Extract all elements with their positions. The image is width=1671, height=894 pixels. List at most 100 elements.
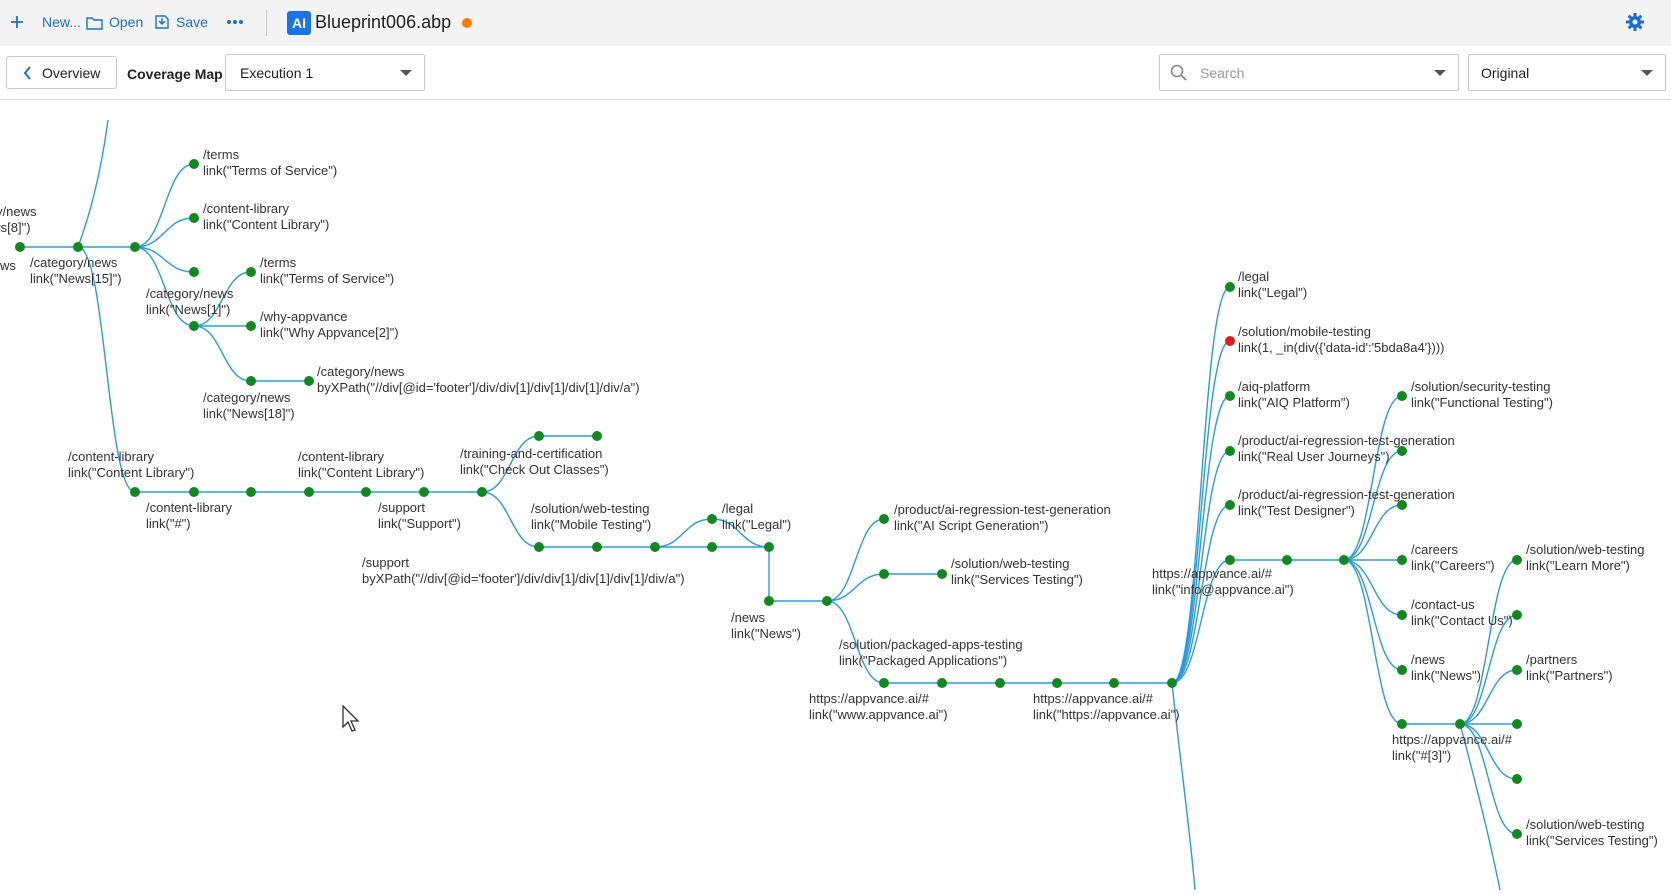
settings-button[interactable]	[1625, 12, 1645, 37]
map-node[interactable]	[707, 542, 717, 552]
map-node[interactable]	[73, 242, 83, 252]
execution-select[interactable]: Execution 1	[225, 54, 425, 91]
node-action: link("Careers")	[1411, 558, 1495, 573]
map-node[interactable]	[879, 569, 889, 579]
map-edge	[826, 600, 885, 684]
map-node[interactable]	[764, 542, 774, 552]
map-node[interactable]	[477, 487, 487, 497]
node-path: /product/ai-regression-test-generation	[894, 502, 1111, 517]
map-edge	[826, 573, 885, 602]
view-mode-select[interactable]: Original	[1468, 54, 1666, 91]
new-button[interactable]: New...	[10, 10, 81, 34]
node-path: /legal	[1238, 269, 1269, 284]
map-node[interactable]	[1397, 500, 1407, 510]
node-action: link("Content Library")	[203, 217, 329, 232]
map-edge	[826, 518, 885, 602]
map-node[interactable]	[879, 514, 889, 524]
map-node[interactable]	[246, 321, 256, 331]
map-node[interactable]	[937, 678, 947, 688]
node-path: egory/news	[0, 204, 37, 219]
map-node[interactable]	[189, 267, 199, 277]
map-node[interactable]	[189, 213, 199, 223]
map-node[interactable]	[1225, 555, 1235, 565]
map-node[interactable]	[1512, 829, 1522, 839]
search-input[interactable]	[1198, 63, 1422, 82]
map-node[interactable]	[130, 242, 140, 252]
map-node[interactable]	[534, 431, 544, 441]
map-node[interactable]	[361, 487, 371, 497]
map-node[interactable]	[1397, 555, 1407, 565]
map-node[interactable]	[650, 542, 660, 552]
map-node[interactable]	[822, 596, 832, 606]
map-node-error[interactable]	[1225, 336, 1235, 346]
map-node[interactable]	[189, 321, 199, 331]
open-button[interactable]: Open	[86, 10, 143, 34]
node-path: /category/news	[146, 286, 234, 301]
map-node[interactable]	[1455, 719, 1465, 729]
map-node[interactable]	[1225, 500, 1235, 510]
node-action: link("Test Designer")	[1238, 503, 1355, 518]
map-node[interactable]	[15, 242, 25, 252]
map-node[interactable]	[1225, 391, 1235, 401]
node-path: /careers	[1411, 542, 1458, 557]
map-node[interactable]	[189, 487, 199, 497]
save-button[interactable]: Save	[154, 10, 208, 34]
map-node[interactable]	[1225, 446, 1235, 456]
map-node[interactable]	[1512, 774, 1522, 784]
map-node[interactable]	[707, 514, 717, 524]
map-node-label: https://appvance.ai/#link("info@appvance…	[1152, 566, 1294, 597]
map-node[interactable]	[1512, 610, 1522, 620]
map-node[interactable]	[1109, 678, 1119, 688]
map-node[interactable]	[1282, 555, 1292, 565]
map-node[interactable]	[1397, 665, 1407, 675]
map-node[interactable]	[1167, 678, 1177, 688]
map-node[interactable]	[534, 542, 544, 552]
node-path: /news	[731, 610, 765, 625]
map-node[interactable]	[246, 376, 256, 386]
map-node[interactable]	[879, 678, 889, 688]
map-node[interactable]	[1339, 555, 1349, 565]
map-node[interactable]	[130, 487, 140, 497]
node-path: /content-library	[203, 201, 289, 216]
more-options-button[interactable]	[226, 10, 244, 34]
node-action: link("Terms of Service")	[203, 163, 337, 178]
map-node[interactable]	[1397, 719, 1407, 729]
map-node[interactable]	[1512, 665, 1522, 675]
node-action: byXPath("//div[@id='footer']/div/div[1]/…	[362, 571, 685, 586]
map-node[interactable]	[764, 596, 774, 606]
node-action: link("Legal")	[1238, 285, 1307, 300]
map-node[interactable]	[246, 267, 256, 277]
map-node[interactable]	[937, 569, 947, 579]
map-node[interactable]	[246, 487, 256, 497]
map-node[interactable]	[189, 159, 199, 169]
map-node[interactable]	[1397, 610, 1407, 620]
node-action: link("News")	[1411, 668, 1481, 683]
map-node[interactable]	[1397, 446, 1407, 456]
map-node[interactable]	[304, 376, 314, 386]
map-edge	[1343, 450, 1403, 561]
map-node[interactable]	[1512, 719, 1522, 729]
map-node[interactable]	[995, 678, 1005, 688]
map-node[interactable]	[1512, 555, 1522, 565]
map-node[interactable]	[1225, 282, 1235, 292]
map-node[interactable]	[592, 542, 602, 552]
map-node[interactable]	[1397, 391, 1407, 401]
search-box[interactable]	[1159, 54, 1459, 91]
map-edge	[1171, 504, 1231, 684]
chevron-down-icon	[1641, 70, 1653, 76]
map-node[interactable]	[592, 431, 602, 441]
map-node[interactable]	[1052, 678, 1062, 688]
overview-button[interactable]: Overview	[6, 56, 117, 89]
chevron-down-icon[interactable]	[1434, 70, 1446, 76]
node-path: /content-library	[68, 449, 154, 464]
map-edge	[1459, 723, 1501, 891]
map-node[interactable]	[304, 487, 314, 497]
map-node[interactable]	[419, 487, 429, 497]
